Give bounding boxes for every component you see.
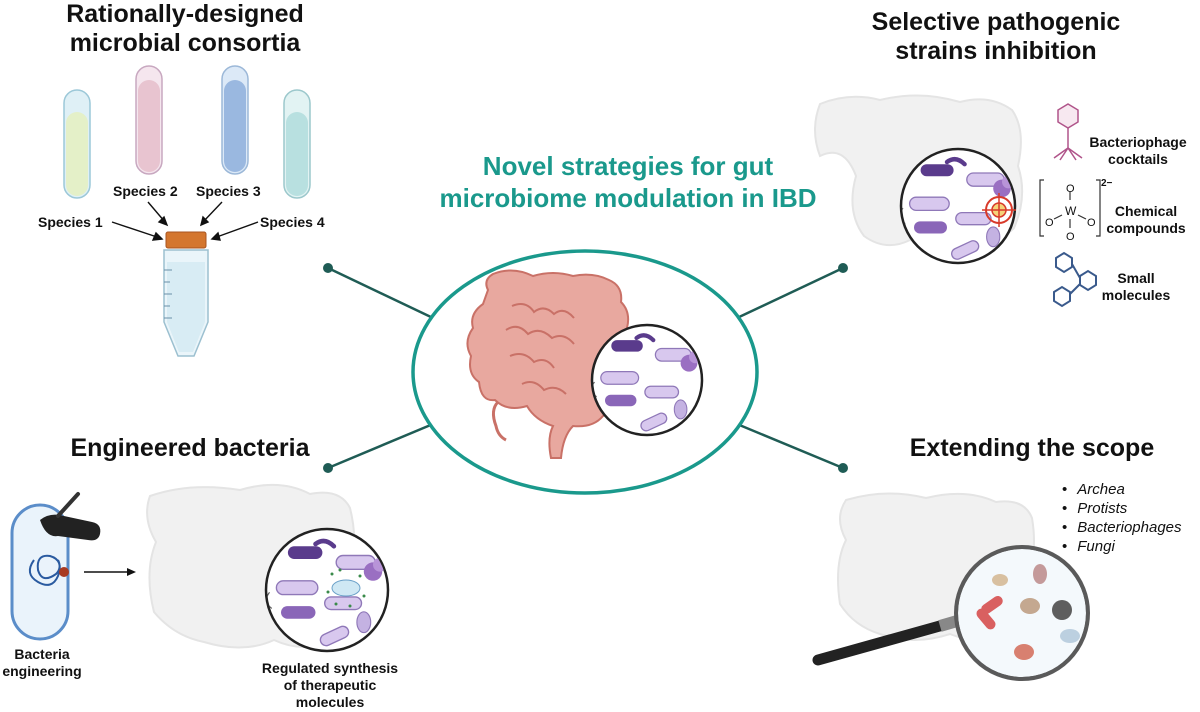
bacteriophage-icon bbox=[1053, 103, 1083, 161]
inhibition-title-line1: Selective pathogenic bbox=[871, 8, 1121, 36]
target-icon bbox=[982, 193, 1016, 227]
chem-charge: 2− bbox=[1101, 178, 1113, 189]
species-4-label: Species 4 bbox=[260, 214, 325, 230]
chem-oxygen-left: O bbox=[1045, 217, 1054, 229]
scope-item-archea: Archea bbox=[1062, 480, 1182, 499]
chem-oxygen-right: O bbox=[1087, 217, 1096, 229]
scope-item-protists: Protists bbox=[1062, 499, 1182, 518]
consortia-title-line2: microbial consortia bbox=[69, 29, 301, 57]
species-arrows bbox=[111, 201, 259, 241]
chem-center-atom: W bbox=[1065, 204, 1077, 218]
connector-lines bbox=[323, 263, 848, 473]
chemical-structure bbox=[1039, 179, 1101, 237]
scope-title: Extending the scope bbox=[909, 434, 1155, 462]
engineered-title: Engineered bacteria bbox=[70, 434, 310, 462]
bacteriophage-label-line2: cocktails bbox=[1108, 151, 1168, 167]
bacteriophage-cocktails-label: Bacteriophage cocktails bbox=[1084, 134, 1192, 168]
consortia-title-line1: Rationally-designed bbox=[66, 0, 304, 28]
small-molecules-label: Small molecules bbox=[1092, 270, 1180, 304]
bacteria-engineering-line2: engineering bbox=[2, 663, 82, 679]
falcon-tube-icon bbox=[163, 231, 209, 357]
inhibition-title-line2: strains inhibition bbox=[895, 37, 1097, 65]
inhibition-title: Selective pathogenic strains inhibition bbox=[862, 8, 1130, 66]
chem-oxygen-bottom: O bbox=[1066, 231, 1075, 243]
regulated-synthesis-line2: of therapeutic bbox=[283, 677, 377, 693]
plasmid-icon bbox=[10, 503, 70, 641]
center-title: Novel strategies for gut microbiome modu… bbox=[418, 150, 838, 214]
center-title-line2: microbiome modulation in IBD bbox=[439, 183, 817, 213]
arrow-icon bbox=[84, 568, 136, 576]
consortia-title: Rationally-designed microbial consortia bbox=[40, 0, 330, 58]
small-molecules-label-line1: Small bbox=[1117, 270, 1155, 286]
magnifier-icon bbox=[812, 545, 1090, 681]
regulated-synthesis-label: Regulated synthesis of therapeutic molec… bbox=[250, 660, 410, 711]
gloved-hand-icon bbox=[40, 492, 101, 541]
chemical-label-line2: compounds bbox=[1106, 220, 1186, 236]
regulated-synthesis-line1: Regulated synthesis bbox=[261, 660, 399, 676]
species-2-label: Species 2 bbox=[113, 183, 178, 199]
bacteriophage-label-line1: Bacteriophage bbox=[1089, 134, 1187, 150]
center-title-line1: Novel strategies for gut bbox=[482, 151, 774, 181]
microscope-circle-icon bbox=[899, 147, 1017, 265]
species-3-label: Species 3 bbox=[196, 183, 261, 199]
chem-oxygen-top: O bbox=[1066, 183, 1075, 195]
regulated-synthesis-line3: molecules bbox=[295, 694, 365, 710]
intestine-icon bbox=[466, 269, 630, 459]
chemical-compounds-label: Chemical compounds bbox=[1104, 203, 1188, 237]
scope-item-fungi: Fungi bbox=[1062, 537, 1182, 556]
microscope-circle-icon bbox=[264, 527, 390, 653]
bacteria-engineering-label: Bacteria engineering bbox=[0, 646, 84, 680]
species-1-label: Species 1 bbox=[38, 214, 103, 230]
small-molecules-label-line2: molecules bbox=[1101, 287, 1171, 303]
scope-list: Archea Protists Bacteriophages Fungi bbox=[1062, 480, 1182, 556]
chemical-label-line1: Chemical bbox=[1114, 203, 1178, 219]
microscope-circle-icon bbox=[590, 323, 704, 437]
scope-item-bacteriophages: Bacteriophages bbox=[1062, 518, 1181, 537]
bacteria-engineering-line1: Bacteria bbox=[14, 646, 70, 662]
small-molecule-icon bbox=[1053, 251, 1097, 308]
test-tube-icon bbox=[63, 65, 311, 199]
